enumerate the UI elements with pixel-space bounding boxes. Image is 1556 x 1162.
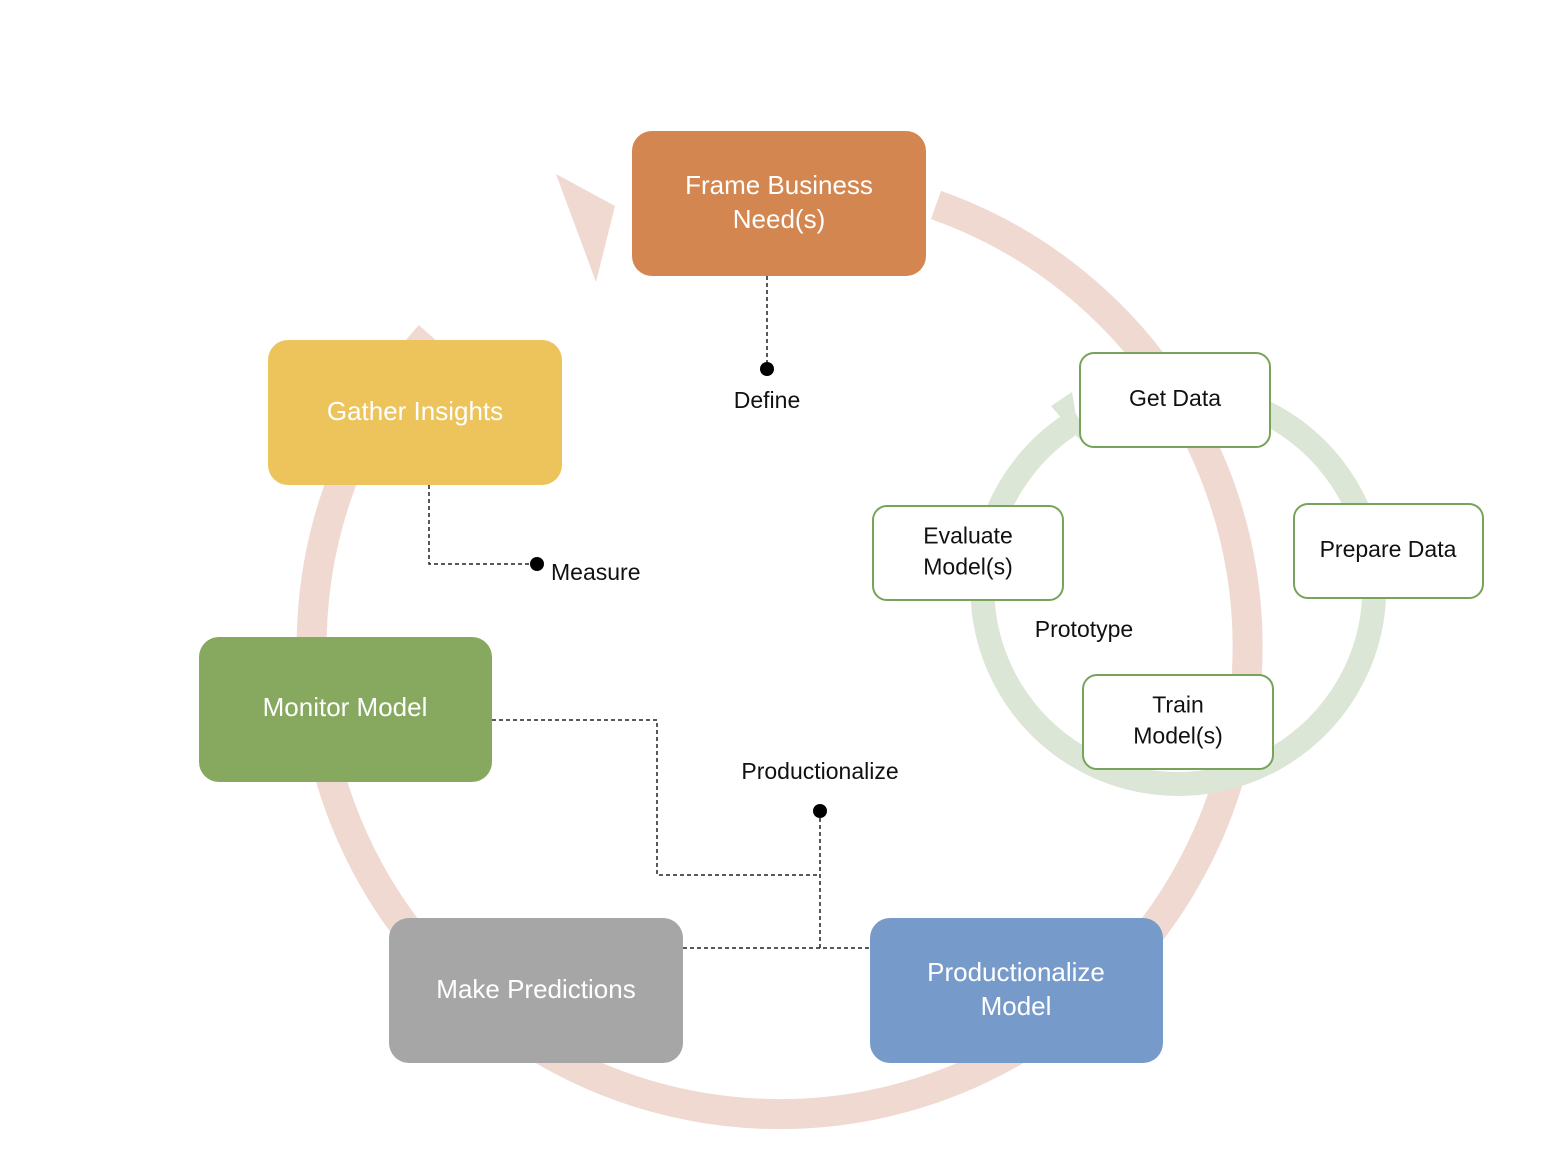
- stage-label-productionalize: Productionalize: [741, 758, 898, 784]
- prepare-data-label: Prepare Data: [1320, 536, 1457, 562]
- measure-dot: [530, 557, 544, 571]
- gather-insights-label: Gather Insights: [327, 396, 503, 426]
- node-label-line: Frame Business: [685, 170, 873, 200]
- define-dot: [760, 362, 774, 376]
- monitor-connector: [492, 719, 820, 876]
- measure-connector: [428, 485, 537, 565]
- node-label-line: Gather Insights: [327, 396, 503, 426]
- outer-cycle-arrowhead: [556, 174, 615, 282]
- monitor-model-label: Monitor Model: [263, 692, 428, 722]
- node-label-line: Get Data: [1129, 385, 1221, 411]
- node-monitor-model: Monitor Model: [199, 637, 492, 782]
- node-label-line: Productionalize: [927, 957, 1105, 987]
- node-label-line: Model(s): [923, 554, 1012, 580]
- stage-label-prototype: Prototype: [1035, 616, 1133, 642]
- connector-lines: [428, 276, 870, 949]
- productionalize-dot: [813, 804, 827, 818]
- node-make-predictions: Make Predictions: [389, 918, 683, 1063]
- node-label-line: Monitor Model: [263, 692, 428, 722]
- make-predictions-label: Make Predictions: [436, 974, 635, 1004]
- node-label-line: Model(s): [1133, 723, 1222, 749]
- node-gather-insights: Gather Insights: [268, 340, 562, 485]
- node-label-line: Make Predictions: [436, 974, 635, 1004]
- inner-cycle-arrowhead: [1051, 392, 1080, 440]
- node-label-line: Model: [981, 991, 1052, 1021]
- node-prepare-data: Prepare Data: [1293, 503, 1484, 599]
- node-label-line: Prepare Data: [1320, 536, 1457, 562]
- get-data-label: Get Data: [1129, 385, 1221, 411]
- node-get-data: Get Data: [1079, 352, 1271, 448]
- node-label-line: Evaluate: [923, 523, 1013, 549]
- stage-label-measure: Measure: [551, 559, 640, 585]
- stage-label-define: Define: [734, 387, 800, 413]
- node-label-line: Need(s): [733, 204, 825, 234]
- node-label-line: Train: [1152, 692, 1204, 718]
